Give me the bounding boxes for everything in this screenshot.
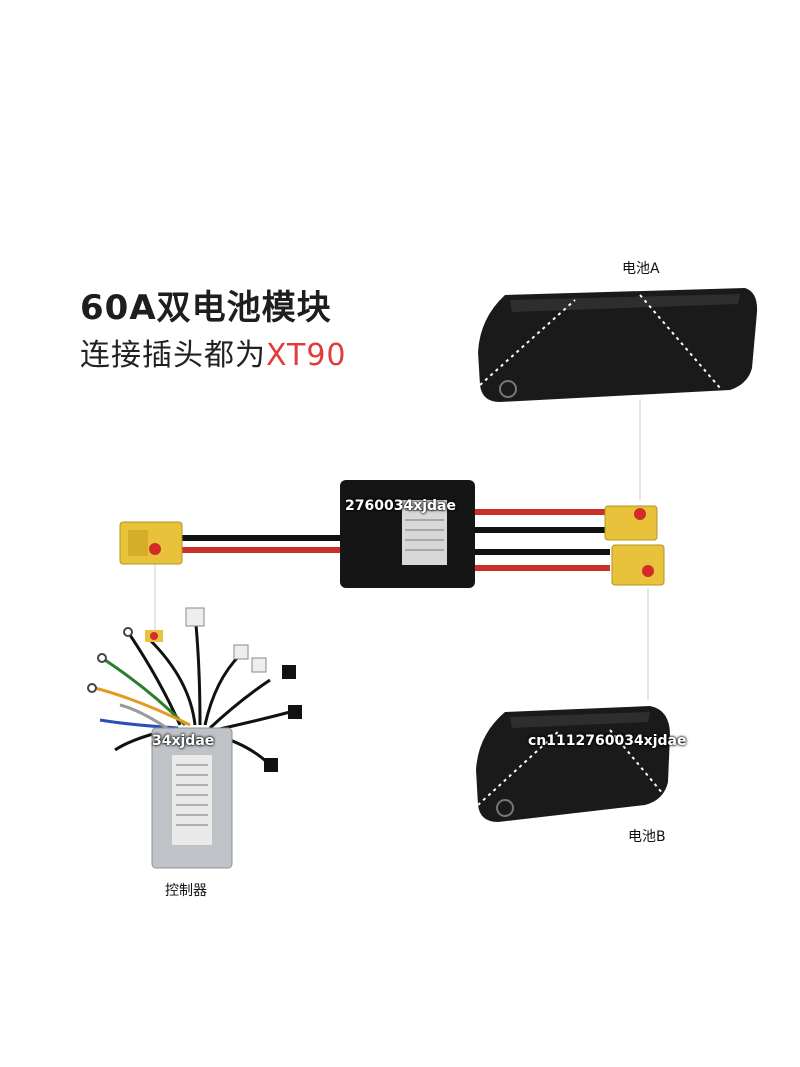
controller-plug-6-icon <box>264 758 278 772</box>
subline-prefix: 连接插头都为 <box>80 338 266 373</box>
controller-label: 控制器 <box>165 883 207 899</box>
module-box-icon <box>340 480 475 588</box>
controller-ring-terminal-1-icon <box>123 627 133 637</box>
watermark-controller: 34xjdae <box>152 733 215 749</box>
xt90-connector-right-a-icon <box>604 505 658 541</box>
watermark-module: 2760034xjdae <box>345 498 456 514</box>
xt90-connector-left-icon <box>119 521 183 565</box>
controller-wires <box>94 624 291 767</box>
left-cable <box>180 535 345 553</box>
subline: 连接插头都为XT90 <box>80 330 347 374</box>
headline: 60A双电池模块 <box>80 288 332 328</box>
controller-plug-1-icon <box>185 607 205 627</box>
xt90-connector-right-b-icon <box>611 544 665 586</box>
controller-plug-2-icon <box>233 644 249 660</box>
battery-b-icon <box>476 706 670 822</box>
controller-box-icon <box>151 727 233 869</box>
controller-ring-terminal-2-icon <box>97 653 107 663</box>
watermark-battery-b: cn1112760034xjdae <box>528 733 687 749</box>
battery-b-label: 电池B <box>628 829 666 845</box>
controller-ring-terminal-3-icon <box>87 683 97 693</box>
controller-plug-4-icon <box>282 665 296 679</box>
controller-fuse-dot-icon <box>150 632 158 640</box>
subline-accent: XT90 <box>266 338 347 373</box>
controller-plug-5-icon <box>288 705 302 719</box>
right-cables <box>472 509 610 571</box>
battery-a-label: 电池A <box>622 261 660 277</box>
controller-plug-3-icon <box>251 657 267 673</box>
battery-a-icon <box>478 288 758 402</box>
